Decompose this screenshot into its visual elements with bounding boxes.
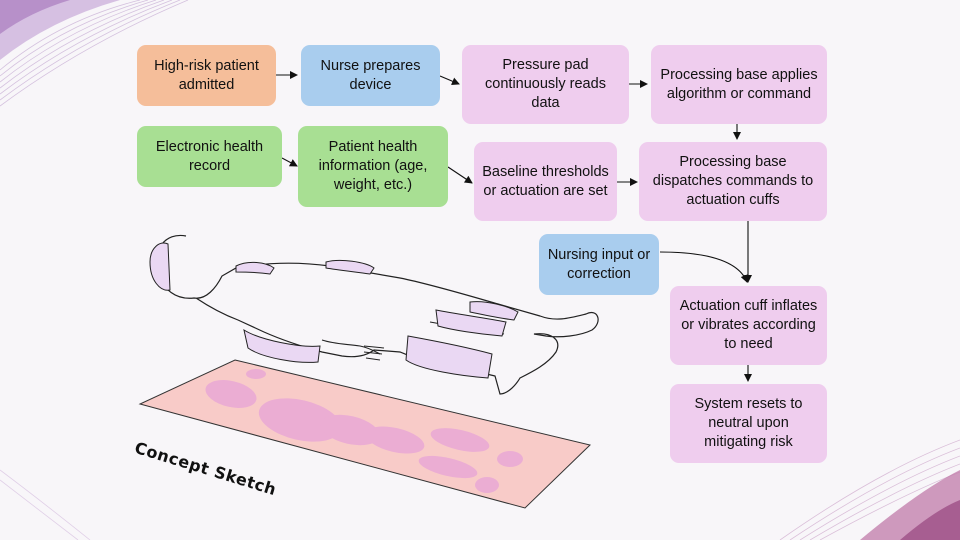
node-high-risk-patient-admitted: High-risk patient admitted [137,45,276,106]
node-processing-base-algorithm: Processing base applies algorithm or com… [651,45,827,124]
node-pressure-pad-reads-data: Pressure pad continuously reads data [462,45,629,124]
node-nurse-prepares-device: Nurse prepares device [301,45,440,106]
pressure-map-spots [205,369,523,493]
patient-body-outline [156,234,599,395]
node-nursing-input: Nursing input or correction [539,234,659,295]
node-processing-base-dispatches: Processing base dispatches commands to a… [639,142,827,221]
node-patient-health-information: Patient health information (age, weight,… [298,126,448,207]
node-baseline-thresholds: Baseline thresholds or actuation are set [474,142,617,221]
actuation-cuffs [149,242,519,379]
node-actuation-cuff-inflates: Actuation cuff inflates or vibrates acco… [670,286,827,365]
node-electronic-health-record: Electronic health record [137,126,282,187]
node-system-resets: System resets to neutral upon mitigating… [670,384,827,463]
